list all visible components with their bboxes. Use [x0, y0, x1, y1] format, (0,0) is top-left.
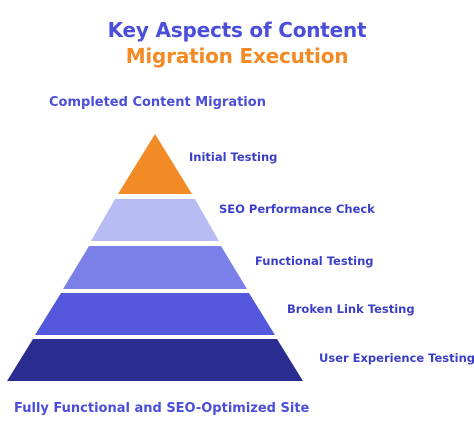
top-caption: Completed Content Migration: [49, 95, 266, 110]
title-line-2: Migration Execution: [125, 44, 349, 68]
level-label-seo-performance-check: SEO Performance Check: [219, 202, 375, 216]
title-line-1: Key Aspects of Content: [107, 18, 367, 42]
pyramid-level-broken-link-testing: [35, 293, 275, 335]
pyramid-level-functional-testing: [63, 246, 247, 289]
level-label-initial-testing: Initial Testing: [189, 150, 278, 164]
pyramid-level-user-experience-testing: [7, 339, 303, 381]
level-label-user-experience-testing: User Experience Testing: [319, 351, 474, 365]
bottom-caption: Fully Functional and SEO-Optimized Site: [14, 401, 310, 416]
pyramid-level-initial-testing: [118, 134, 192, 194]
pyramid-level-seo-performance-check: [91, 199, 219, 241]
level-label-broken-link-testing: Broken Link Testing: [287, 302, 415, 316]
level-label-functional-testing: Functional Testing: [255, 254, 374, 268]
